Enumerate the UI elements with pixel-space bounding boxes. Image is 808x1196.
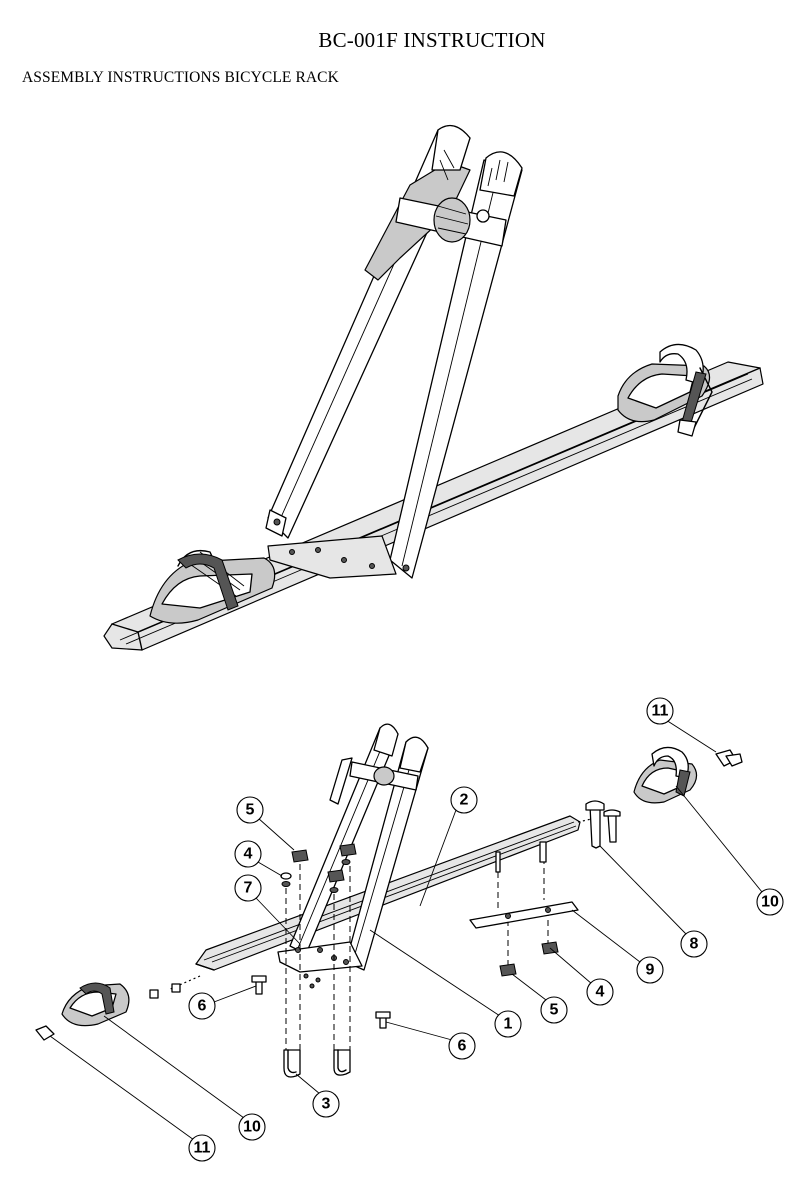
callout-1-label: 1 — [504, 1016, 513, 1033]
callout-8-label: 8 — [690, 936, 699, 953]
callout-7 — [234, 874, 262, 902]
exploded-clips — [35, 749, 743, 1041]
callout-11-bottom — [188, 1134, 216, 1162]
callout-2-label: 2 — [460, 792, 469, 809]
exploded-small-bolts — [149, 975, 391, 1029]
exploded-arms — [277, 723, 429, 989]
assembled-rack-illustration — [103, 124, 764, 651]
callout-5-left-label: 5 — [246, 802, 255, 819]
callout-3 — [312, 1090, 340, 1118]
callout-6-right — [448, 1032, 476, 1060]
callout-3-label: 3 — [322, 1096, 331, 1113]
callout-11-top-label: 11 — [652, 703, 669, 720]
part-callouts: 11 5 2 4 7 6 10 8 9 4 5 1 — [49, 697, 784, 1162]
callout-6-left-label: 6 — [198, 998, 207, 1015]
document-subtitle: ASSEMBLY INSTRUCTIONS BICYCLE RACK — [22, 69, 339, 86]
callout-10-right — [756, 888, 784, 916]
callout-6-left — [188, 992, 216, 1020]
callout-4-left-label: 4 — [244, 846, 253, 863]
exploded-knobs-left — [280, 843, 357, 893]
callout-11-top — [646, 697, 674, 725]
callout-10-left-label: 10 — [243, 1119, 261, 1136]
exploded-wheel-tray-right — [633, 746, 698, 804]
callout-5-right-label: 5 — [550, 1002, 559, 1019]
callout-5-left — [236, 796, 264, 824]
assembled-base-plate — [267, 535, 397, 579]
callout-8 — [680, 930, 708, 958]
callout-10-left — [238, 1113, 266, 1141]
assembled-rear-wheel-tray — [617, 343, 713, 437]
assembled-front-wheel-tray — [149, 549, 276, 624]
callout-7-label: 7 — [244, 880, 253, 897]
callout-1 — [494, 1010, 522, 1038]
callout-4-right — [586, 978, 614, 1006]
exploded-u-bolts — [283, 1049, 351, 1078]
callout-4-right-label: 4 — [596, 984, 605, 1001]
callout-10-right-label: 10 — [761, 894, 779, 911]
callout-4-left — [234, 840, 262, 868]
document-title: BC-001F INSTRUCTION — [318, 28, 546, 52]
exploded-wheel-tray-left — [61, 982, 130, 1027]
callout-9 — [636, 956, 664, 984]
callout-9-label: 9 — [646, 962, 655, 979]
assembled-front-arm — [389, 151, 523, 579]
callout-6-right-label: 6 — [458, 1038, 467, 1055]
exploded-right-hardware — [469, 800, 621, 977]
callout-2 — [450, 786, 478, 814]
callout-5-right — [540, 996, 568, 1024]
exploded-rack-illustration — [35, 723, 743, 1078]
callout-11-bottom-label: 11 — [194, 1140, 211, 1157]
